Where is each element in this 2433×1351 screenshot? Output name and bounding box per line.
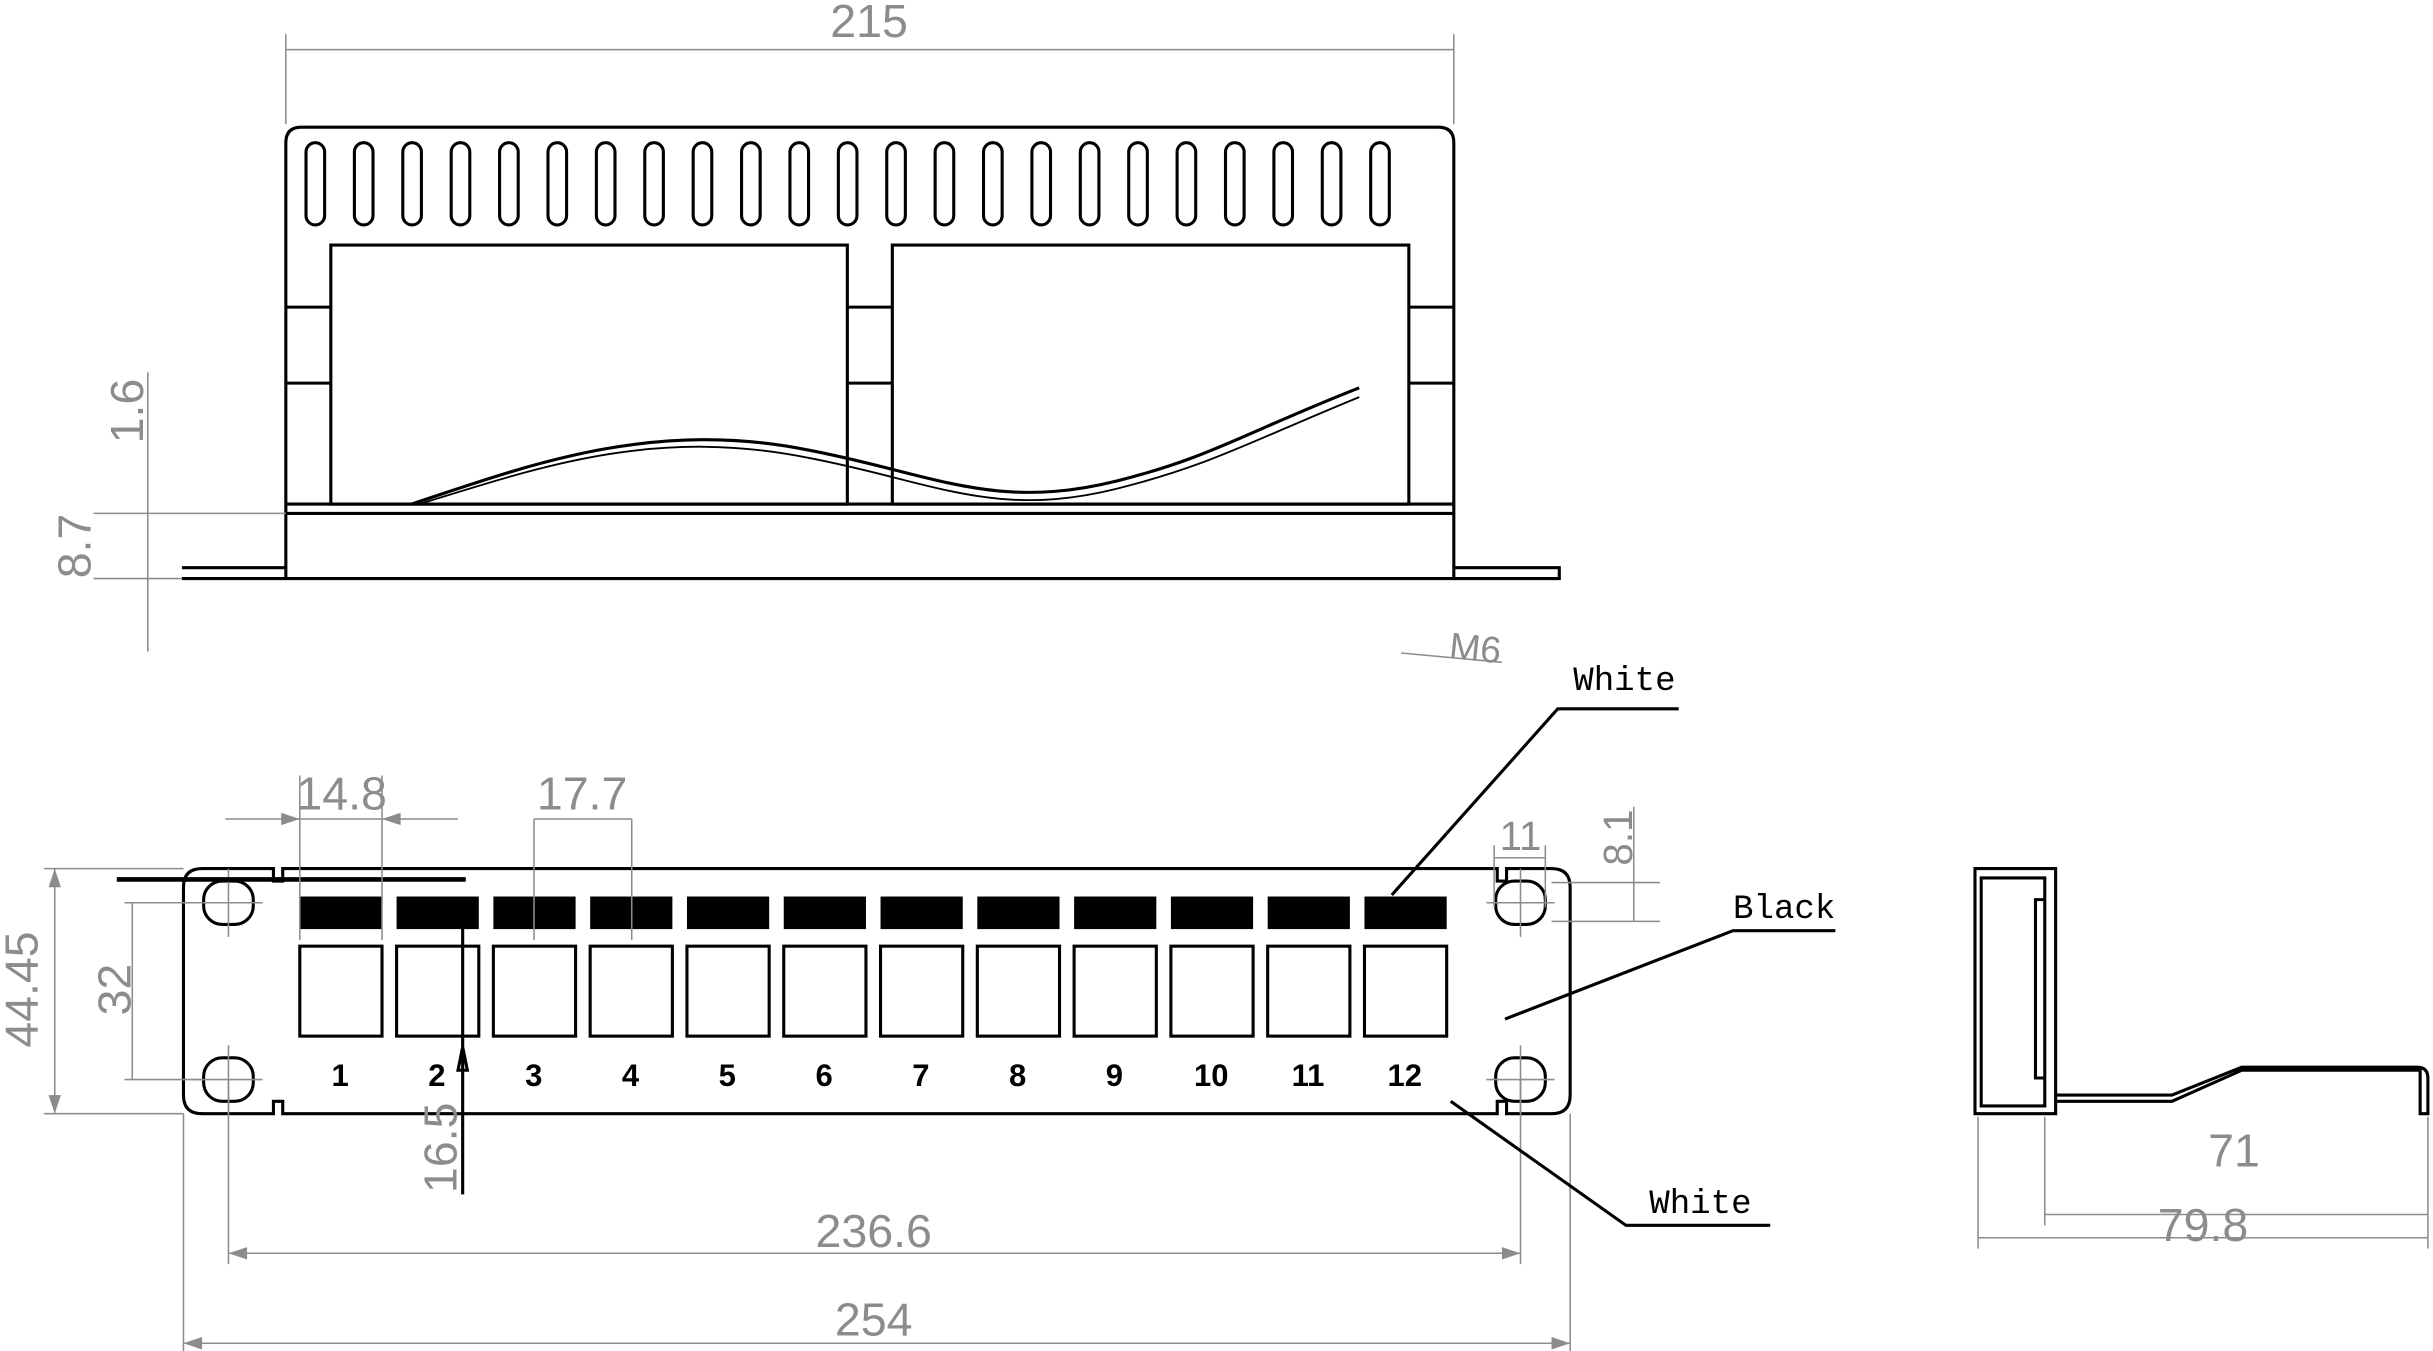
dim-thread: M6 (1447, 624, 1503, 671)
vent-slot (885, 141, 907, 227)
vent-slot (352, 141, 375, 227)
label-strip (1074, 896, 1157, 930)
vent-slot (304, 141, 327, 227)
label-strip (783, 896, 866, 930)
port-number: 3 (525, 1058, 542, 1093)
side-bracket (1973, 867, 2430, 1116)
vent-slot (401, 141, 423, 227)
vent-slot (1320, 141, 1343, 227)
keystone-port (975, 944, 1062, 1038)
callout-label-strip: White (1573, 663, 1675, 701)
dim-panel-width: 254 (835, 1293, 913, 1345)
keystone-port (1072, 944, 1158, 1038)
callout-numbers: White (1649, 1186, 1751, 1224)
keystone-port (588, 944, 674, 1038)
keystone-port (878, 944, 965, 1038)
port-number: 6 (815, 1058, 832, 1093)
port-number: 2 (428, 1058, 445, 1093)
keystone-port (395, 944, 481, 1038)
vent-slot (1175, 141, 1198, 227)
vent-slots (304, 141, 1391, 227)
vent-slot (1078, 141, 1101, 227)
keystone-port (782, 944, 868, 1038)
keystone-port (1169, 944, 1255, 1038)
vent-slot (449, 141, 472, 227)
vent-slot (981, 141, 1004, 227)
dim-hole-width: 11 (1500, 813, 1542, 859)
dim-port-width: 14.8 (296, 768, 387, 820)
dim-port-pitch: 17.7 (537, 768, 628, 820)
label-strip (1267, 896, 1350, 930)
dim-top-height-2: 8.7 (48, 514, 100, 579)
keystone-port (298, 944, 384, 1038)
vent-slot (836, 141, 859, 227)
vent-slot (594, 141, 617, 227)
keystone-port (1266, 944, 1352, 1038)
label-strip (396, 896, 479, 930)
label-strip (1364, 896, 1447, 930)
keystone-port (491, 944, 578, 1038)
cable (410, 386, 1360, 506)
label-strip (880, 896, 963, 930)
vent-slot (498, 141, 520, 227)
port-number: 5 (719, 1058, 736, 1093)
dim-bracket-depth: 71 (2208, 1124, 2260, 1176)
label-strip (686, 896, 770, 930)
dim-panel-height: 44.45 (0, 931, 48, 1047)
top-view (181, 125, 1561, 581)
vent-slot (1127, 141, 1149, 227)
callout-panel: Black (1733, 891, 1835, 929)
vent-slot (1030, 141, 1053, 227)
dim-top-height-1: 1.6 (101, 379, 153, 444)
vent-slot (1223, 141, 1246, 227)
port-number: 8 (1009, 1058, 1026, 1093)
label-strip (299, 896, 383, 930)
vent-slot (788, 141, 811, 227)
label-strip (1170, 896, 1254, 930)
vent-slot (691, 141, 714, 227)
port-number: 9 (1106, 1058, 1123, 1093)
vent-slot (1369, 141, 1391, 227)
port-number: 12 (1388, 1058, 1423, 1093)
port-number: 1 (332, 1058, 349, 1093)
dim-top-width: 215 (830, 0, 908, 47)
port-number: 11 (1292, 1058, 1325, 1093)
label-strip (977, 896, 1060, 930)
vent-slot (740, 141, 762, 227)
keystone-port (1362, 944, 1449, 1038)
port-number: 4 (622, 1058, 640, 1093)
dim-hole-spacing-h: 236.6 (816, 1205, 932, 1257)
dim-bracket-total: 79.8 (2158, 1199, 2249, 1251)
dim-hole-spacing-v: 32 (89, 964, 141, 1016)
dim-port-offset: 16.5 (414, 1103, 466, 1194)
vent-slot (933, 141, 956, 227)
dim-hole-offset: 8.1 (1595, 810, 1641, 866)
port-number: 7 (912, 1058, 929, 1093)
keystone-port (685, 944, 771, 1038)
vent-slot (546, 141, 569, 227)
port-number: 10 (1194, 1058, 1229, 1093)
vent-slot (643, 141, 665, 227)
vent-slot (1272, 141, 1295, 227)
